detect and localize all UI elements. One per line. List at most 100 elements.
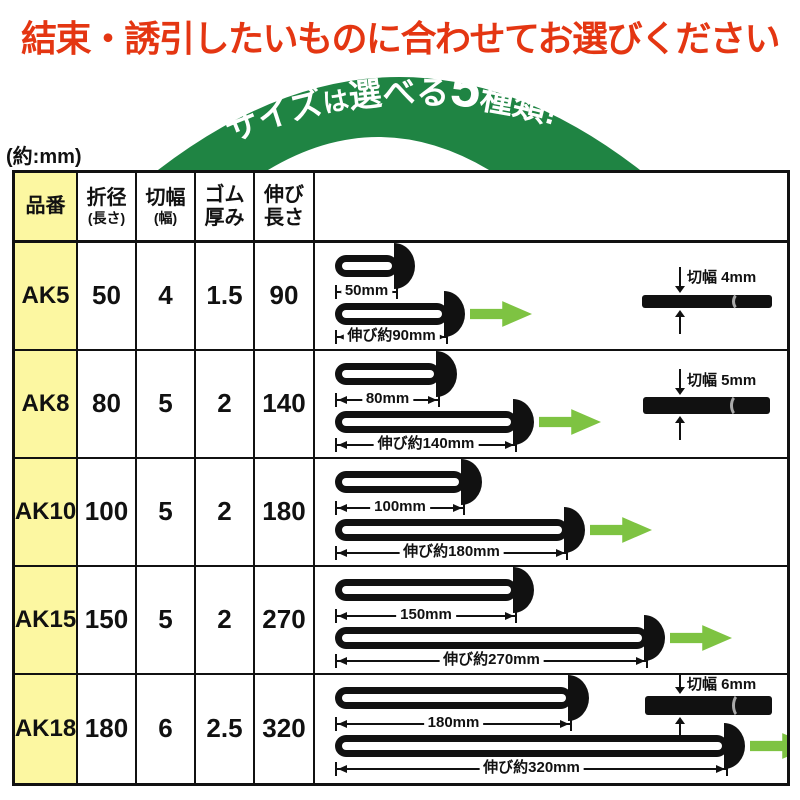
rubber-band-stretched [335,399,534,445]
cut-width-label: 切幅 6mm [687,676,757,693]
col-header-stretch-length: 伸び 長さ [255,173,315,243]
stretch-label: 伸び約90mm [343,327,440,345]
stretch-label: 伸び約270mm [439,651,544,669]
arch-shape [158,77,640,170]
cut-width-arrow-down-icon [675,369,685,395]
row-ak18-thick: 2.5 [196,675,255,783]
cut-width-arrow-up-icon [675,717,685,741]
row-ak8-thick: 2 [196,351,255,459]
col-header-rubber-thickness: ゴム 厚み [196,173,255,243]
band-knob [644,615,665,661]
band-knob [394,243,415,289]
band-knob [513,567,534,613]
stretch-dimension: 伸び約180mm [335,543,568,561]
dim-arrow-right-icon [505,441,514,449]
dim-arrow-right-icon [556,549,565,557]
page-title: 結束・誘引したいものに合わせてお選びください [21,18,780,59]
length-label: 80mm [361,390,414,408]
row-ak8-diagram: 80mm 伸び約140mm 切幅 5mm [315,351,787,459]
cut-width-arrow-up-icon [675,416,685,440]
cut-width-arrow-down-icon [675,267,685,293]
row-ak8-model: AK8 [15,351,78,459]
dim-arrow-left-icon [338,765,347,773]
stretch-dimension: 伸び約90mm [335,327,448,345]
rubber-band-stretched [335,507,585,553]
stretch-label: 伸び約140mm [373,435,479,453]
row-ak8-stretch: 140 [255,351,315,459]
stretch-dimension: 伸び約320mm [335,759,728,777]
col-header-cut-width: 切幅 (幅) [137,173,196,243]
unit-note: (約:mm) [6,146,82,168]
row-ak10-stretch: 180 [255,459,315,567]
dim-arrow-right-icon [716,765,725,773]
cut-width-arrow-down-icon [675,675,685,694]
row-ak18-fold: 180 [78,675,137,783]
stretch-dimension: 伸び約140mm [335,435,517,453]
band-knob [564,507,585,553]
dim-arrow-left-icon [338,396,347,404]
size-banner-arch: サイズは選べる5種類! [158,57,640,170]
col-header-model: 品番 [15,173,78,243]
length-label: 50mm [340,282,393,300]
dim-arrow-left-icon [338,720,347,728]
row-ak8-fold: 80 [78,351,137,459]
band-break-mark [732,292,748,311]
rubber-band-small [335,675,589,721]
length-dimension: 50mm [335,282,398,300]
length-dimension: 80mm [335,390,440,408]
cut-width-bar [642,292,772,311]
row-ak18-diagram: 180mm 伸び約320mm 切幅 6mm [315,675,787,783]
row-ak10-fold: 100 [78,459,137,567]
stretch-arrow-icon [590,517,652,543]
row-ak8-cut: 5 [137,351,196,459]
dim-arrow-right-icon [505,612,514,620]
row-ak18-cut: 6 [137,675,196,783]
band-knob [444,291,465,337]
dim-arrow-left-icon [338,657,347,665]
row-ak5-cut: 4 [137,243,196,351]
dim-arrow-right-icon [636,657,645,665]
rubber-band-small [335,243,415,289]
row-ak5-fold: 50 [78,243,137,351]
row-ak10-cut: 5 [137,459,196,567]
row-ak15-diagram: 150mm 伸び約270mm [315,567,787,675]
stretch-arrow-icon [539,409,601,435]
row-ak15-thick: 2 [196,567,255,675]
rubber-band-stretched [335,723,745,769]
band-knob [568,675,589,721]
row-ak15-stretch: 270 [255,567,315,675]
rubber-band-stretched [335,615,665,661]
length-dimension: 150mm [335,606,517,624]
row-ak5-thick: 1.5 [196,243,255,351]
length-label: 150mm [396,606,456,624]
cut-width-arrow-up-icon [675,310,685,334]
row-ak5-diagram: 50mm 伸び約90mm 切幅 4mm [315,243,787,351]
rubber-band-small [335,351,457,397]
length-dimension: 100mm [335,498,465,516]
dim-arrow-left-icon [338,612,347,620]
band-break-mark [732,693,748,718]
dim-arrow-right-icon [436,333,445,341]
rubber-band-small [335,459,482,505]
dim-arrow-left-icon [338,441,347,449]
dim-arrow-left-icon [338,549,347,557]
stretch-dimension: 伸び約270mm [335,651,648,669]
band-knob [724,723,745,769]
dim-arrow-left-icon [338,504,347,512]
spec-table: 品番 折径 (長さ) 切幅 (幅) ゴム 厚み 伸び 長さ AK5 50 4 1… [12,170,790,786]
length-dimension: 180mm [335,714,572,732]
row-ak15-cut: 5 [137,567,196,675]
row-ak15-fold: 150 [78,567,137,675]
dim-arrow-right-icon [453,504,462,512]
stretch-arrow-icon [670,625,732,651]
row-ak10-diagram: 100mm 伸び約180mm [315,459,787,567]
band-knob [436,351,457,397]
row-ak5-stretch: 90 [255,243,315,351]
rubber-band-stretched [335,291,465,337]
row-ak10-thick: 2 [196,459,255,567]
cut-width-bar [643,394,770,417]
col-header-diagram [315,173,787,243]
row-ak10-model: AK10 [15,459,78,567]
cut-width-bar [645,693,772,718]
